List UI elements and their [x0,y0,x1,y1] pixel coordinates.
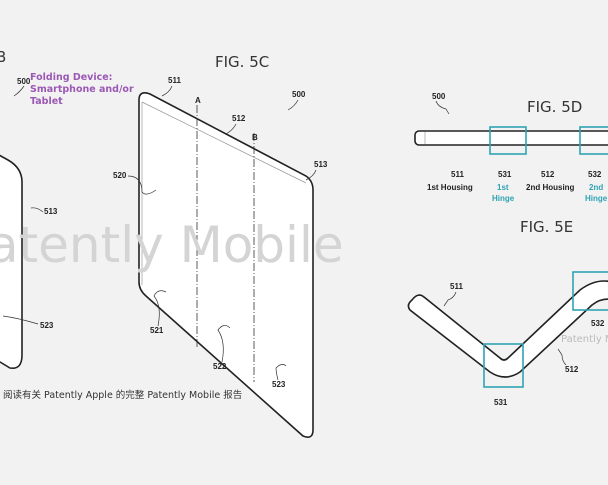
watermark-small: Patently M [561,334,608,345]
ref-523: 523 [272,380,286,389]
ref-511: 511 [450,282,463,291]
leader-line [557,348,567,366]
hinge-2-highlight [572,271,608,311]
device-5c [138,92,314,438]
ref-500: 500 [292,90,306,99]
leader-line [161,85,173,97]
ref-512: 512 [541,170,555,179]
fig-5c-title: FIG. 5C [215,53,269,71]
device-5e [407,280,608,378]
leader-line [217,325,231,363]
annotation-line: Tablet [30,96,63,107]
fig-5d: FIG. 5D 500 511 531 512 532 1st Housing … [414,92,608,203]
leader-line [435,100,450,115]
fig-5b: B 500 513 523 Folding Device: Smartphone… [0,48,134,370]
ref-511: 511 [451,170,464,179]
ref-531: 531 [494,398,508,407]
annotation-line: Folding Device: [30,72,112,83]
ref-500: 500 [17,77,31,86]
label-2nd-housing: 2nd Housing [526,183,575,192]
label-2nd-hinge: Hinge [585,194,608,203]
hinge-1-highlight [489,126,527,155]
watermark: Patently Mobile [0,216,344,274]
fig-5b-title: B [0,48,6,66]
caption: 阅读有关 Patently Apple 的完整 Patently Mobile … [3,389,242,401]
label-1st-hinge: 1st [497,183,509,192]
ref-531: 531 [498,170,512,179]
bezel-line [141,101,307,285]
label-1st-housing: 1st Housing [427,183,473,192]
hinge-1-highlight [483,343,524,388]
ref-513: 513 [314,160,328,169]
ref-512: 512 [232,114,246,123]
ref-511: 511 [168,76,181,85]
leader-line [2,315,39,325]
leader-line [127,175,157,195]
annotation-line: Smartphone and/or [30,84,134,95]
fig-5e: FIG. 5E 511 531 532 512 Patently M [407,218,608,407]
leader-line [13,85,25,97]
leader-line [275,364,287,381]
device-5b [0,154,23,370]
device-5d [414,130,608,146]
label-2nd-hinge: 2nd [589,183,603,192]
hinge-2-highlight [579,126,608,155]
axis-a-label: A [195,96,201,105]
ref-532: 532 [588,170,602,179]
ref-523: 523 [40,321,54,330]
ref-532: 532 [591,319,605,328]
leader-line [153,290,167,327]
ref-513: 513 [44,207,58,216]
ref-500: 500 [432,92,446,101]
ref-512: 512 [565,365,579,374]
leader-line [443,291,457,307]
ref-521: 521 [150,326,164,335]
ref-522: 522 [213,362,227,371]
fig-5c: FIG. 5C A B 511 500 512 513 520 521 522 … [113,53,328,438]
fig-5e-title: FIG. 5E [520,218,573,236]
leader-line [225,123,237,135]
fig-5d-title: FIG. 5D [527,98,582,116]
ref-520: 520 [113,171,127,180]
leader-line [30,207,44,213]
label-1st-hinge: Hinge [492,194,515,203]
axis-b-label: B [252,133,258,142]
leader-line [305,169,317,181]
leader-line [287,99,299,111]
